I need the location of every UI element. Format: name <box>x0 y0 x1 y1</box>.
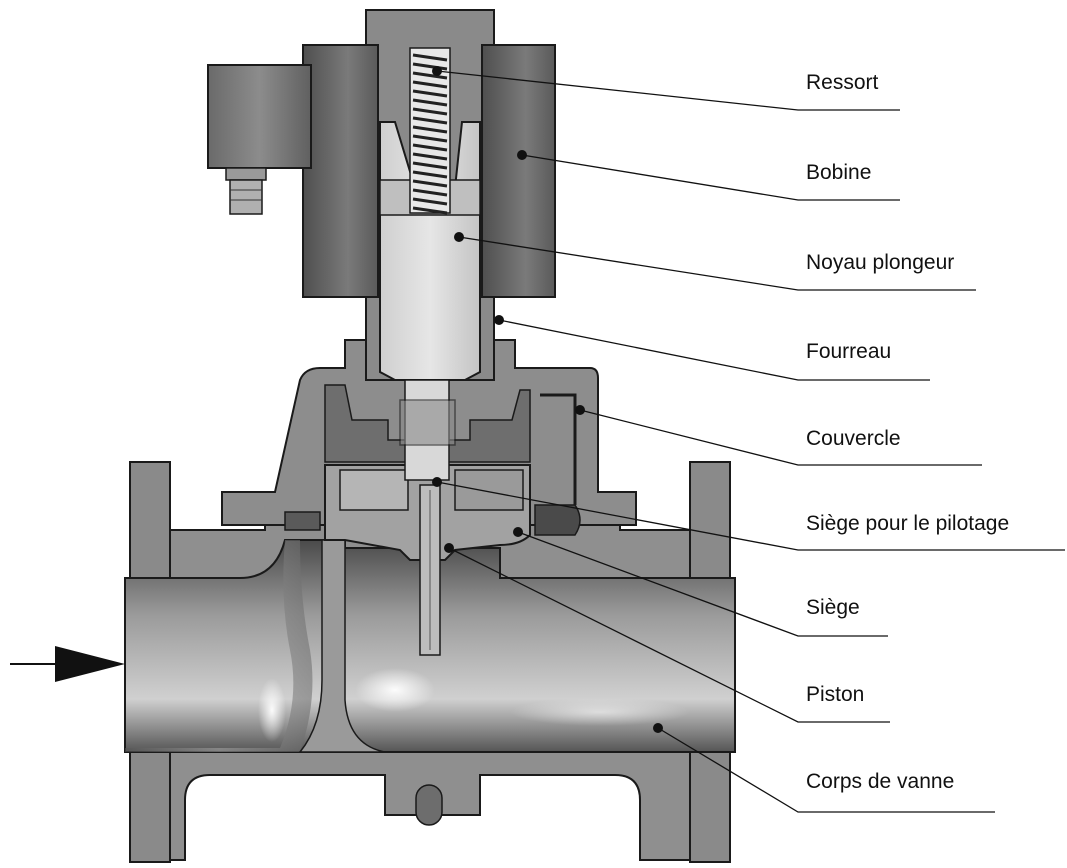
label-siege-text: Siège <box>806 596 860 619</box>
label-siege-pilotage: Siège pour le pilotage <box>432 477 1065 551</box>
label-couvercle-text: Couvercle <box>806 427 901 450</box>
label-fourreau-text: Fourreau <box>806 340 891 363</box>
label-fourreau: Fourreau <box>494 315 930 381</box>
coil-left <box>302 44 379 298</box>
label-ressort-text: Ressort <box>806 71 879 94</box>
valve-body <box>124 461 736 863</box>
divider-wall <box>298 539 386 753</box>
label-noyau: Noyau plongeur <box>454 232 976 291</box>
label-couvercle: Couvercle <box>575 405 982 466</box>
label-bobine-text: Bobine <box>806 161 871 184</box>
flow-arrow <box>10 646 125 682</box>
label-piston-text: Piston <box>806 683 864 706</box>
label-bobine: Bobine <box>517 150 900 201</box>
drain-hole <box>415 784 443 826</box>
spring <box>409 47 451 215</box>
label-corps-text: Corps de vanne <box>806 770 954 793</box>
cover-cavity <box>324 384 531 463</box>
label-piston: Piston <box>444 543 890 723</box>
electrical-connector <box>207 64 312 215</box>
piston <box>324 464 531 656</box>
label-noyau-text: Noyau plongeur <box>806 251 954 274</box>
label-corps: Corps de vanne <box>653 723 995 813</box>
inlet-wall <box>125 540 313 752</box>
labels: Ressort Bobine Noyau plongeur Fourreau C… <box>432 66 1065 813</box>
coil-right <box>481 44 556 298</box>
label-ressort: Ressort <box>432 66 900 111</box>
seal-ring <box>534 504 581 536</box>
pilot-channel <box>540 393 577 505</box>
label-siege-pilotage-text: Siège pour le pilotage <box>806 512 1009 535</box>
label-siege: Siège <box>513 527 888 637</box>
